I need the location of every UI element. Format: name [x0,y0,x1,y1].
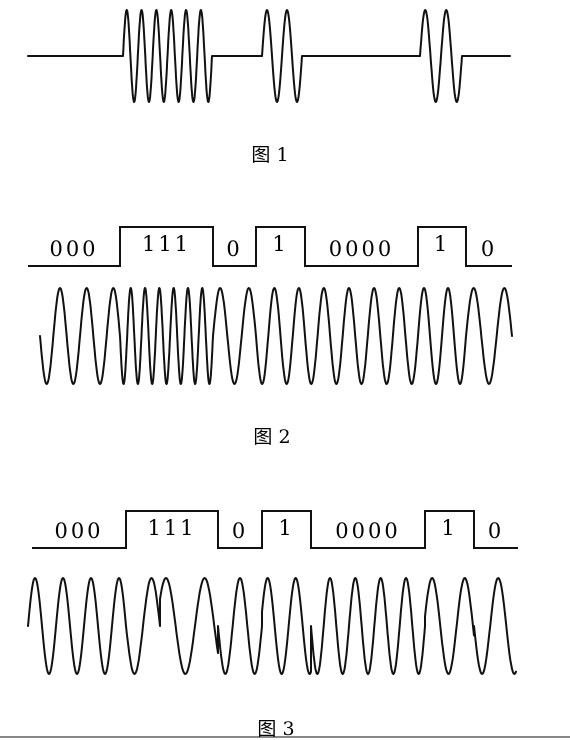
figure-1-caption: 图 1 [251,144,288,166]
figure-3-bit-label: 000 [54,519,103,543]
figure-2-bit-label: 0000 [329,237,394,261]
figure-2-bit-label: 0 [226,237,242,261]
burst-signal-waveform [27,9,511,103]
figure-2: 000 111 0 1 0000 1 0 图 2 [28,226,513,448]
figure-3-digital-signal [32,510,518,549]
figure-2-bit-labels: 000 111 0 1 0000 1 0 [49,232,497,261]
figure-3-bit-label: 0 [232,519,248,543]
figure-2-digital-signal [28,226,512,267]
figure-3-bit-label: 0 [488,519,504,543]
figure-2-bit-label: 0 [481,237,497,261]
figure-3-bit-label: 1 [441,516,457,540]
figure-3: 000 111 0 1 0000 1 0 图 3 [0,510,570,740]
figure-3-bit-label: 1 [278,516,294,540]
figure-3-bit-label: 111 [147,516,196,540]
phase-modulated-waveform [27,577,517,675]
figure-2-bit-label: 000 [49,237,98,261]
figure-2-bit-label: 111 [142,232,191,256]
figure-2-bit-label: 1 [272,232,288,256]
figure-3-caption: 图 3 [257,718,294,740]
frequency-modulated-waveform [39,287,513,385]
figure-2-bit-label: 1 [434,232,450,256]
figure-3-bit-label: 0000 [335,519,400,543]
figure-3-bit-labels: 000 111 0 1 0000 1 0 [54,516,504,543]
figure-2-caption: 图 2 [253,426,290,448]
figure-1: 图 1 [27,9,511,166]
